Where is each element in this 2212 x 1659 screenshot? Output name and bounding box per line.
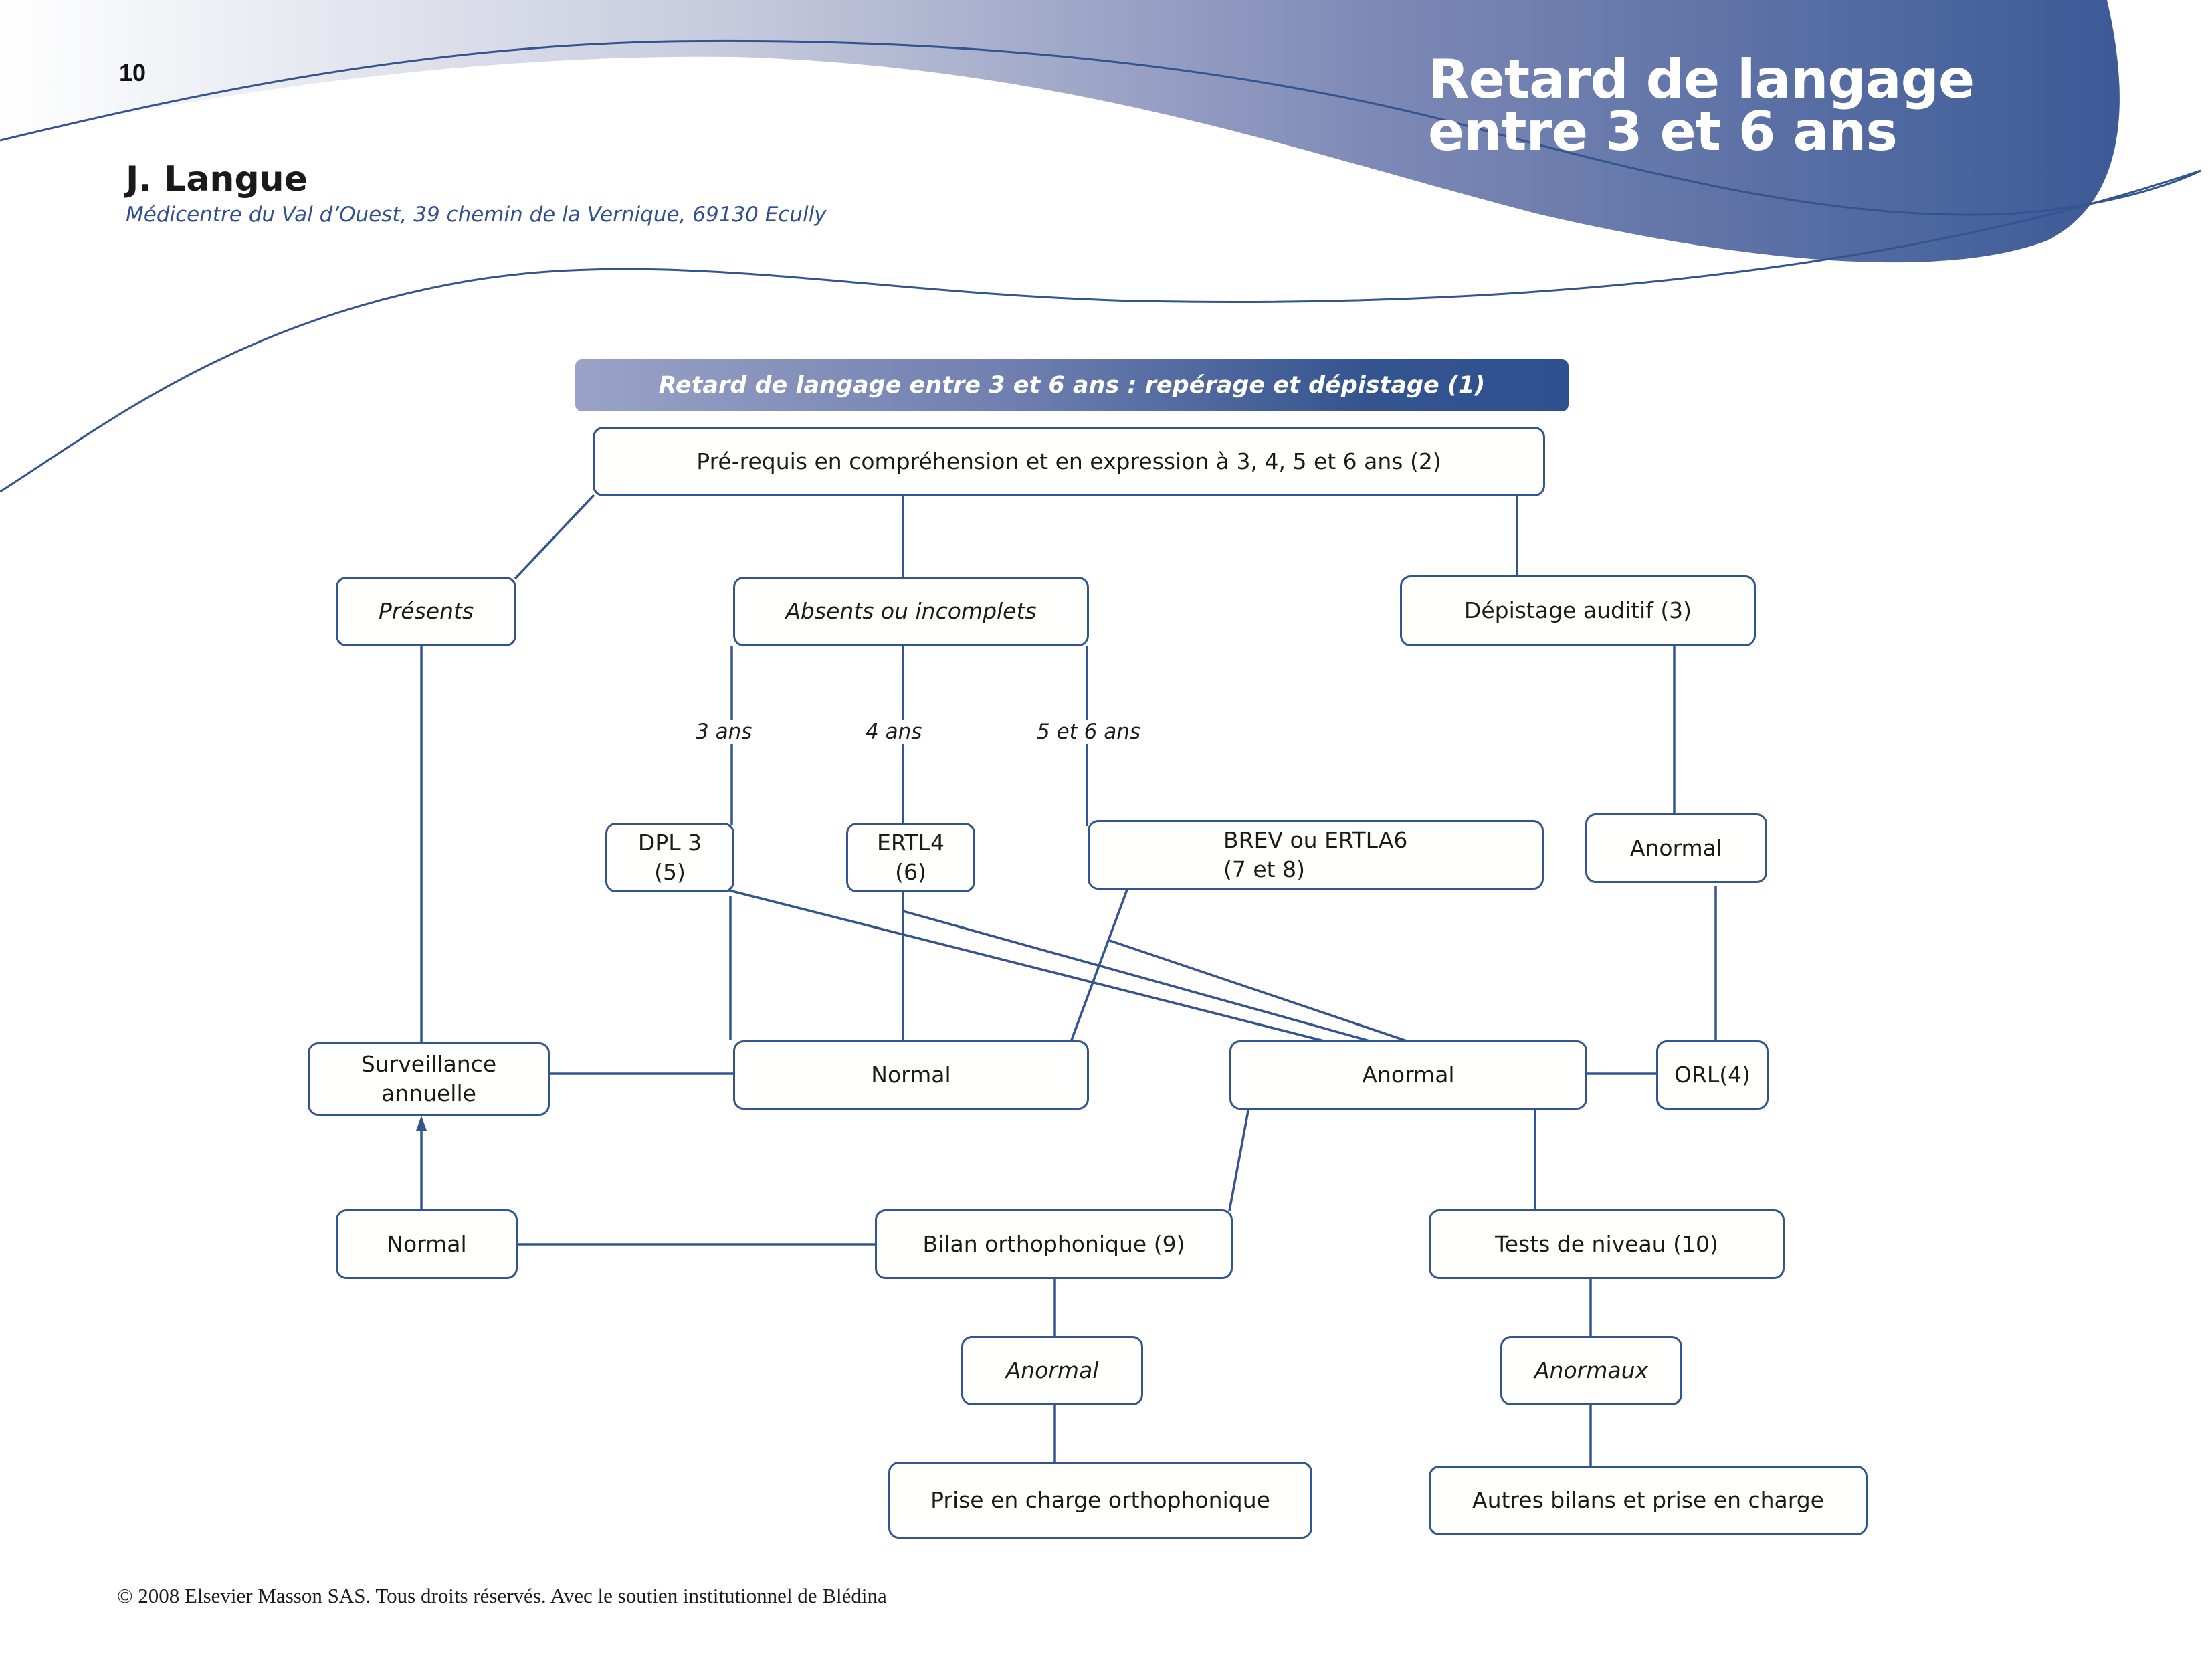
edge-label-3-ans: 3 ans	[693, 720, 755, 744]
edge-label-4-ans: 4 ans	[863, 720, 925, 744]
node-orl: ORL(4)	[1656, 1040, 1769, 1110]
node-ertl4: ERTL4 (6)	[846, 823, 975, 892]
page-number: 10	[119, 59, 146, 86]
node-dpl3-label: DPL 3 (5)	[637, 830, 702, 885]
node-prerequis: Pré-requis en compréhension et en expres…	[593, 427, 1545, 496]
node-anormal-bilan: Anormal	[961, 1336, 1143, 1405]
node-ertl4-label: ERTL4 (6)	[877, 830, 944, 885]
node-anormal-mid-label: Anormal	[1362, 1062, 1455, 1088]
node-depistage-auditif-label: Dépistage auditif (3)	[1464, 597, 1692, 623]
node-brev: BREV ou ERTLA6 (7 et 8)	[1088, 820, 1544, 890]
node-autres-bilans: Autres bilans et prise en charge	[1429, 1466, 1868, 1535]
node-tests-niveau: Tests de niveau (10)	[1429, 1209, 1785, 1279]
edge-dpl3-anormal	[726, 888, 1335, 1045]
edge-brev-normal	[1069, 889, 1128, 1044]
arrowhead-surveillance	[416, 1116, 427, 1131]
page-title: Retard de langage entre 3 et 6 ans	[1428, 48, 1975, 163]
node-surveillance-label: Surveillance annuelle	[361, 1051, 497, 1106]
body-wave-line	[0, 169, 2201, 493]
node-brev-label: BREV ou ERTLA6 (7 et 8)	[1223, 827, 1408, 882]
node-normal-mid-label: Normal	[871, 1062, 951, 1088]
node-absents-label: Absents ou incomplets	[785, 598, 1037, 624]
node-bilan-orthophonique: Bilan orthophonique (9)	[875, 1209, 1233, 1279]
page-title-line-2: entre 3 et 6 ans	[1428, 100, 1898, 163]
node-depistage-auditif: Dépistage auditif (3)	[1400, 575, 1756, 646]
node-anormal-auditif: Anormal	[1585, 813, 1767, 883]
author-affiliation: Médicentre du Val d’Ouest, 39 chemin de …	[126, 203, 827, 227]
node-dpl3: DPL 3 (5)	[605, 823, 734, 892]
node-normal-bottom: Normal	[336, 1209, 518, 1279]
header-wave-line	[0, 39, 2201, 216]
edge-label-5-6-ans: 5 et 6 ans	[1034, 720, 1144, 744]
node-presents: Présents	[336, 577, 516, 646]
diagram-title-banner: Retard de langage entre 3 et 6 ans : rep…	[575, 359, 1569, 411]
node-normal-bottom-label: Normal	[387, 1231, 467, 1257]
header-gradient-shape	[0, 0, 2120, 263]
node-prise-en-charge-label: Prise en charge orthophonique	[930, 1486, 1270, 1513]
node-prerequis-label: Pré-requis en compréhension et en expres…	[696, 448, 1441, 474]
node-anormal-auditif-label: Anormal	[1629, 835, 1723, 861]
node-orl-label: ORL(4)	[1674, 1062, 1751, 1088]
node-anormaux-tests: Anormaux	[1500, 1336, 1682, 1405]
node-normal-mid: Normal	[733, 1040, 1089, 1110]
copyright-footer: © 2008 Elsevier Masson SAS. Tous droits …	[117, 1584, 887, 1607]
author-name: J. Langue	[126, 159, 308, 199]
node-presents-label: Présents	[378, 598, 474, 624]
node-prise-en-charge: Prise en charge orthophonique	[888, 1462, 1312, 1539]
edge-anormal-bilan	[1228, 1103, 1251, 1211]
edge-brev-anormal	[1107, 939, 1415, 1045]
node-absents: Absents ou incomplets	[733, 577, 1089, 646]
edge-ertl4-anormal	[902, 910, 1380, 1045]
node-anormal-bilan-label: Anormal	[1005, 1357, 1099, 1383]
node-bilan-label: Bilan orthophonique (9)	[922, 1231, 1185, 1257]
node-tests-niveau-label: Tests de niveau (10)	[1495, 1231, 1718, 1257]
page-title-line-1: Retard de langage	[1428, 48, 1975, 110]
edge-prerequis-presents	[514, 494, 595, 580]
node-surveillance-annuelle: Surveillance annuelle	[308, 1042, 550, 1116]
node-anormaux-label: Anormaux	[1534, 1357, 1649, 1383]
node-autres-bilans-label: Autres bilans et prise en charge	[1472, 1487, 1824, 1513]
node-anormal-mid: Anormal	[1229, 1040, 1587, 1110]
